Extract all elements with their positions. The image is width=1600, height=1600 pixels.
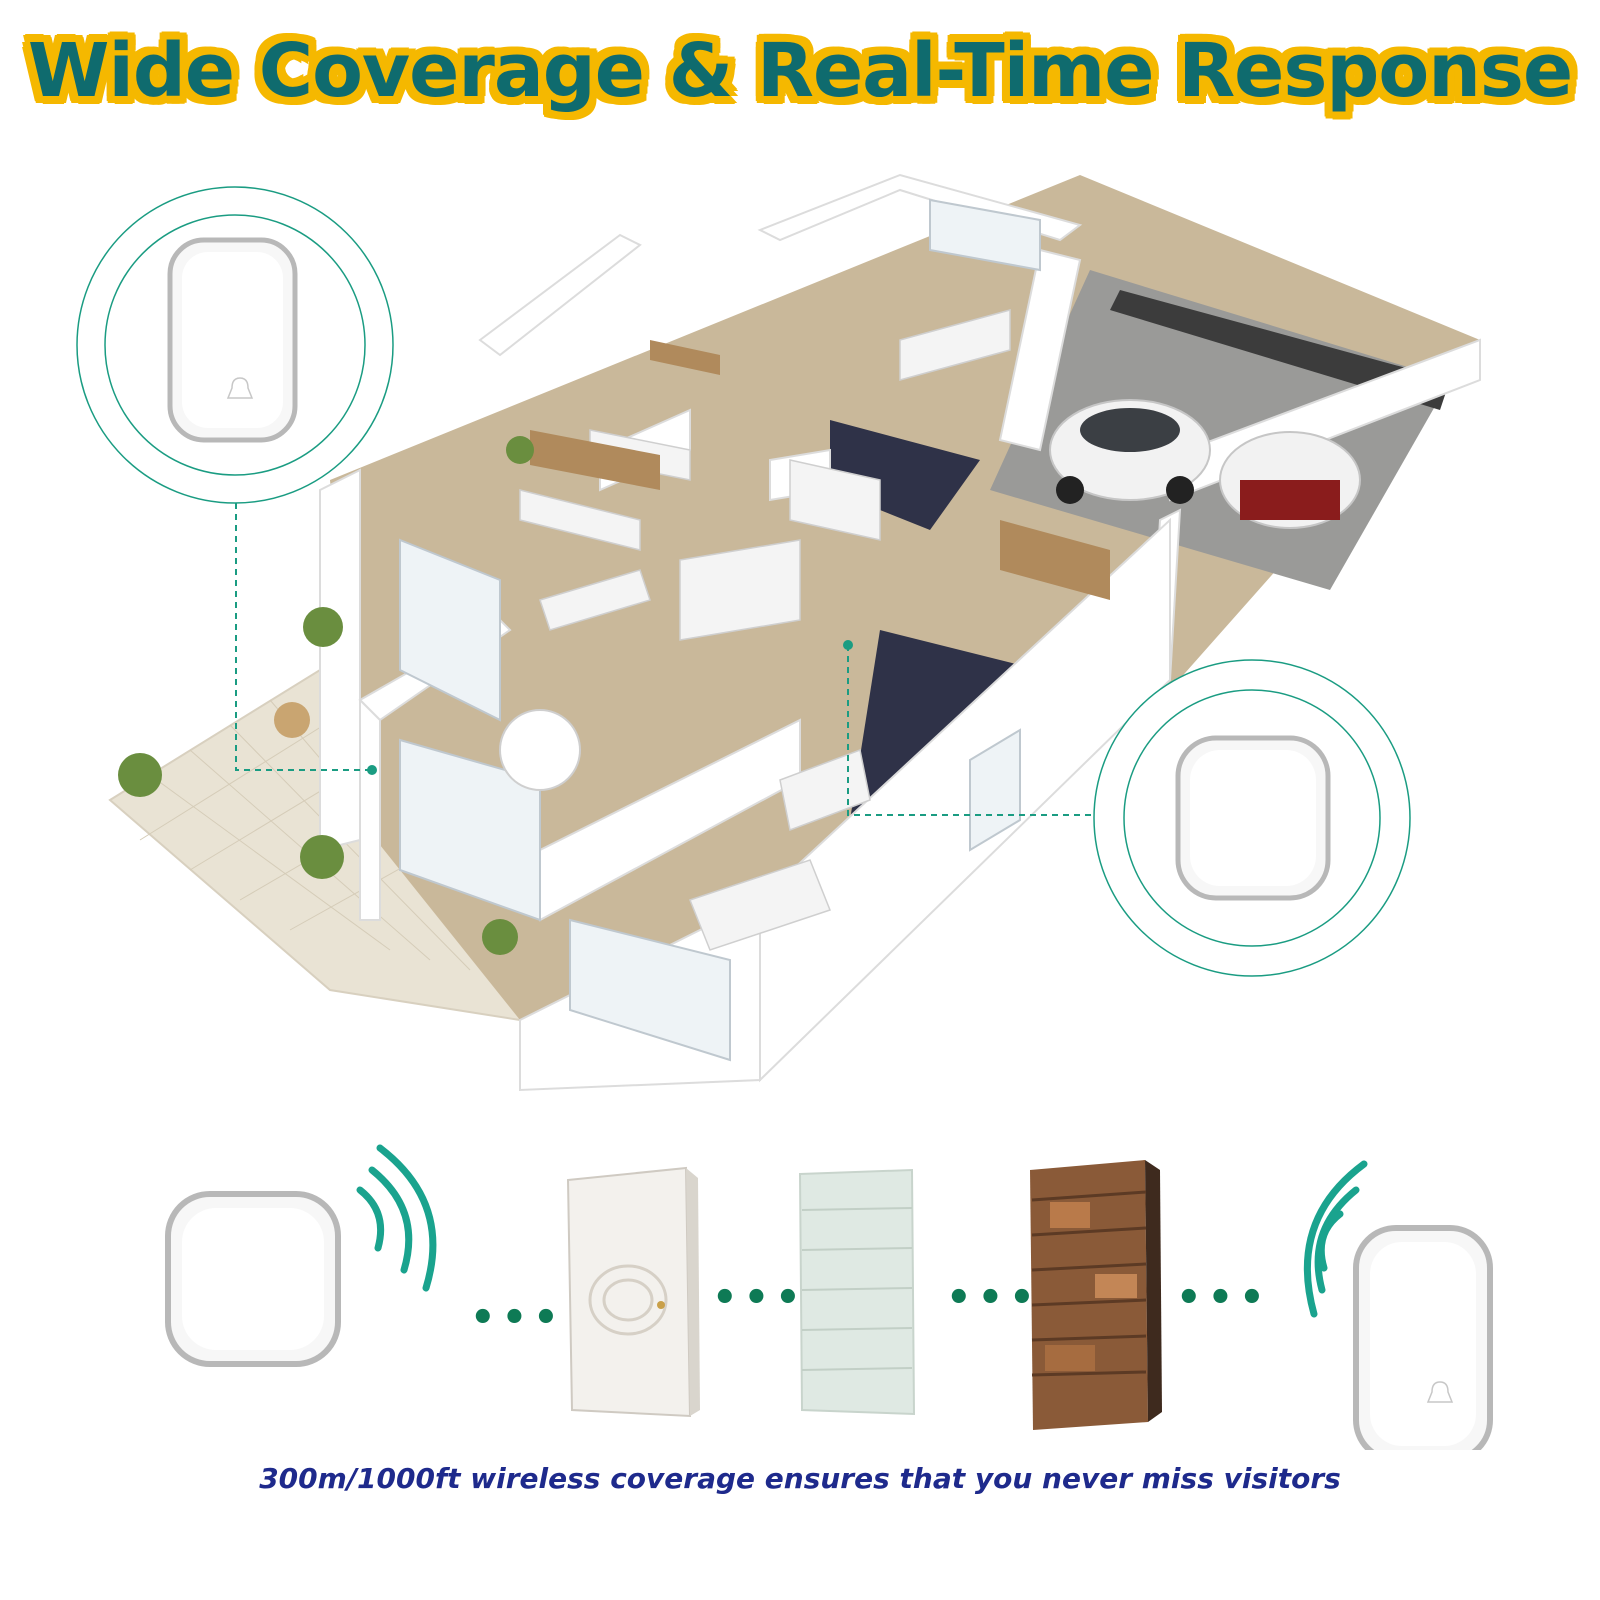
push-button-location-dot bbox=[367, 765, 377, 775]
doorbell-push-button-icon bbox=[165, 1191, 341, 1367]
bell-icon bbox=[226, 377, 254, 399]
patio-table bbox=[274, 702, 310, 738]
signal-paths bbox=[235, 470, 1128, 816]
receiver-location-dot bbox=[843, 640, 853, 650]
floor-plan-svg bbox=[76, 173, 1481, 1092]
coverage-caption: 300m/1000ft wireless coverage ensures th… bbox=[259, 1462, 1341, 1495]
receiver-callout bbox=[1093, 659, 1411, 977]
house-floor-plan-illustration bbox=[0, 160, 1600, 1170]
ellipsis-dots: ••• bbox=[946, 1275, 1041, 1321]
door-icon bbox=[566, 1166, 700, 1418]
dining-table bbox=[499, 709, 581, 791]
wifi-signal-icon bbox=[1303, 1160, 1368, 1318]
garage-door bbox=[1110, 290, 1450, 410]
house-walls bbox=[319, 173, 1481, 1092]
coverage-demo-svg bbox=[165, 1144, 1493, 1450]
bell-icon bbox=[1426, 1381, 1454, 1403]
garage-cars bbox=[1049, 399, 1361, 529]
glass-panels bbox=[399, 198, 1041, 1062]
stone-wall-icon bbox=[1030, 1160, 1162, 1430]
white-brick-wall-icon bbox=[798, 1168, 916, 1416]
plants bbox=[118, 436, 534, 955]
ellipsis-dots: ••• bbox=[1176, 1275, 1271, 1321]
doorbell-receiver-icon bbox=[1353, 1225, 1493, 1450]
wifi-signal-icon bbox=[356, 1144, 437, 1292]
ellipsis-dots: ••• bbox=[470, 1295, 565, 1341]
headline: Wide Coverage & Real-Time Response bbox=[27, 28, 1573, 114]
wood-furniture bbox=[530, 340, 1110, 600]
push-button-callout bbox=[76, 186, 394, 504]
ellipsis-dots: ••• bbox=[712, 1275, 807, 1321]
